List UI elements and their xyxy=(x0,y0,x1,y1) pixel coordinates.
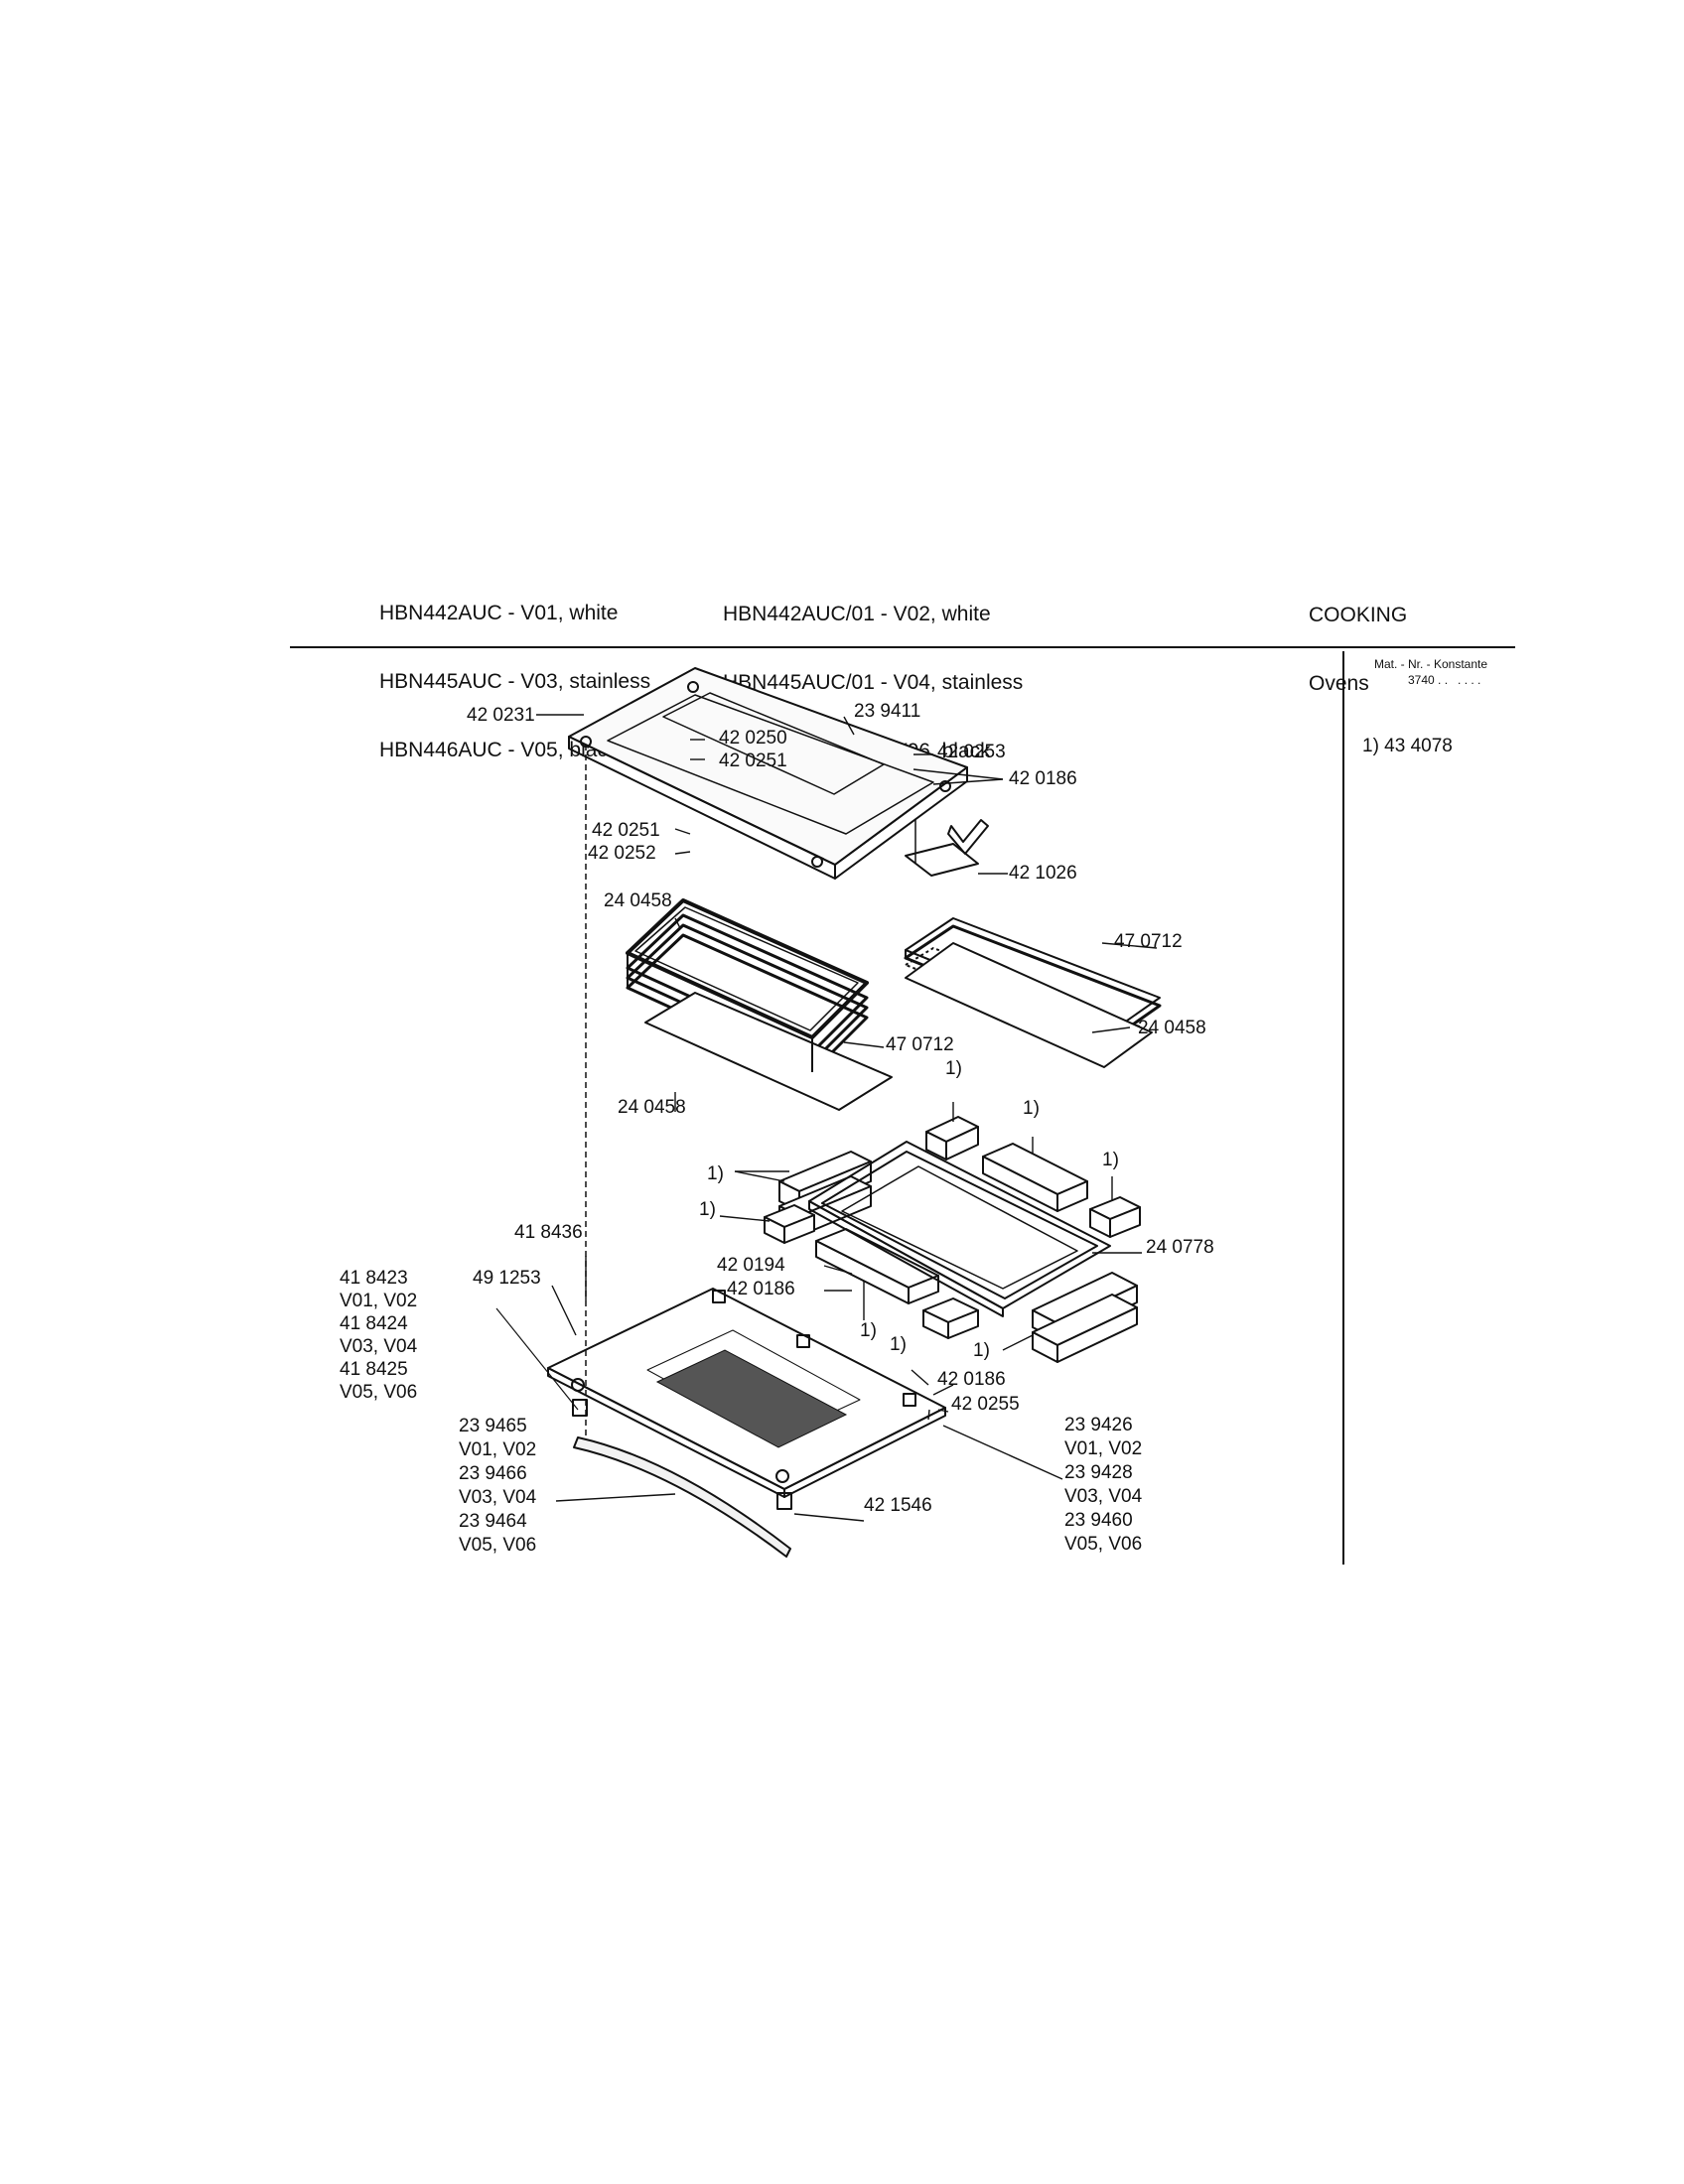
part-label: 42 0186 xyxy=(937,1369,1006,1390)
part-label: 42 1546 xyxy=(864,1495,932,1516)
category-title: COOKING Ovens xyxy=(1309,558,1407,718)
hinge-42-1026 xyxy=(905,819,989,877)
top-panel-23-9411 xyxy=(568,667,968,880)
footnote-marker: 1) xyxy=(1023,1098,1040,1119)
part-label: 42 0253 xyxy=(937,742,1006,762)
part-label-block: 41 8423 V01, V02 41 8424 V03, V04 41 842… xyxy=(340,1268,418,1403)
model-list-left: HBN442AUC - V01, white HBN445AUC - V03, … xyxy=(379,556,650,784)
part-label: 47 0712 xyxy=(886,1034,954,1055)
part-label: 24 0458 xyxy=(1138,1018,1206,1038)
glass-stack-right xyxy=(904,917,1162,1068)
part-label: 42 0251 xyxy=(719,751,787,771)
part-label: 24 0778 xyxy=(1146,1237,1214,1258)
part-label: 42 0186 xyxy=(1009,768,1077,789)
part-label: 42 1026 xyxy=(1009,863,1077,884)
model-line: HBN442AUC/01 - V02, white xyxy=(723,603,991,625)
footnote-marker: 1) xyxy=(707,1163,724,1184)
model-line: HBN442AUC - V01, white xyxy=(379,602,619,624)
footnote-marker: 1) xyxy=(945,1058,962,1079)
part-label: 42 0251 xyxy=(592,820,660,841)
mat-number-value: 3740 . . . . . . xyxy=(1408,673,1481,687)
part-label: 42 0231 xyxy=(467,705,535,726)
header-rule xyxy=(290,646,1515,648)
part-label: 41 8436 xyxy=(514,1222,583,1243)
part-label: 42 0255 xyxy=(951,1394,1020,1415)
footnote-marker: 1) xyxy=(699,1199,716,1220)
footnote-part: 1) 43 4078 xyxy=(1362,736,1453,756)
mat-number-label: Mat. - Nr. - Konstante xyxy=(1374,657,1488,671)
footnote-marker: 1) xyxy=(973,1340,990,1361)
part-label: 42 0194 xyxy=(717,1255,785,1276)
part-label: 24 0458 xyxy=(604,890,672,911)
footnote-marker: 1) xyxy=(860,1320,877,1341)
leader-lines xyxy=(536,714,1158,1522)
model-line: HBN445AUC - V03, stainless xyxy=(379,670,651,693)
sidebar-rule xyxy=(1342,651,1344,1565)
category: COOKING xyxy=(1309,604,1408,626)
footnote-marker: 1) xyxy=(1102,1150,1119,1170)
vent-grille xyxy=(655,1349,848,1448)
footnote-marker: 1) xyxy=(890,1334,907,1355)
part-label-block: 23 9426 V01, V02 23 9428 V03, V04 23 946… xyxy=(1064,1415,1143,1555)
window-frame-24-0778 xyxy=(808,1141,1111,1317)
glass-stack-left xyxy=(626,898,893,1111)
part-label: 23 9411 xyxy=(854,701,921,722)
part-label: 42 0252 xyxy=(588,843,656,864)
model-line: HBN445AUC/01 - V04, stainless xyxy=(723,671,1024,694)
part-label: 42 0186 xyxy=(727,1279,795,1299)
part-label: 47 0712 xyxy=(1114,931,1183,952)
subcategory: Ovens xyxy=(1309,672,1369,695)
part-label: 24 0458 xyxy=(618,1097,686,1118)
handle xyxy=(572,1399,792,1558)
part-label-block: 23 9465 V01, V02 23 9466 V03, V04 23 946… xyxy=(459,1416,537,1556)
part-label: 49 1253 xyxy=(473,1268,541,1289)
part-label: 42 0250 xyxy=(719,728,787,749)
